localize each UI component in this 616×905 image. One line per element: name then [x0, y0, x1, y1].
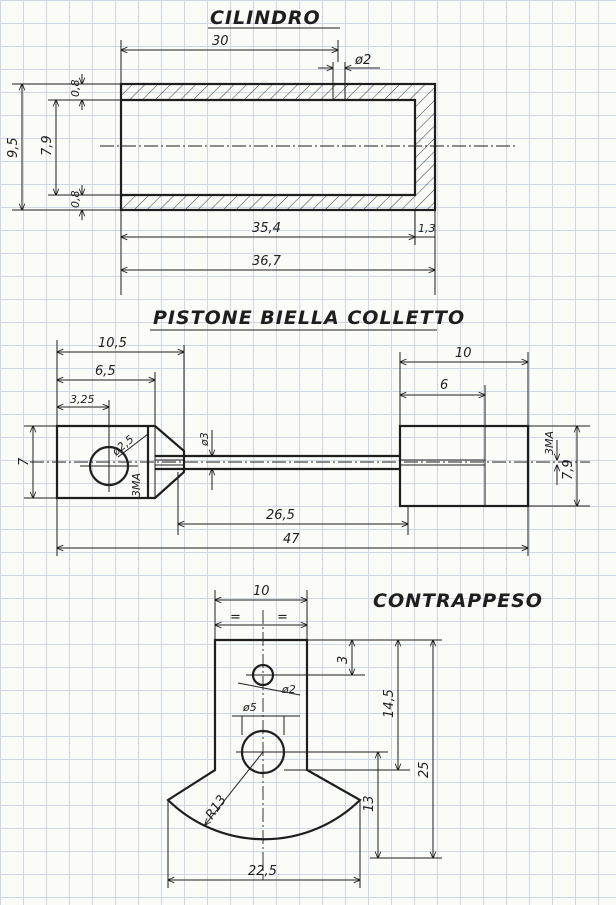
- dim-rod-label: ø3: [198, 432, 211, 447]
- cilindro-body: [100, 62, 515, 212]
- dim-cw-hole-large-label: ø5: [242, 701, 257, 714]
- cilindro-bottom-wall-hatch: [121, 195, 435, 210]
- cilindro-outline: [119, 82, 437, 212]
- dim-cw-13-label: 13: [362, 795, 377, 812]
- dim-eq-left: =: [230, 610, 241, 625]
- counterweight-body: [166, 638, 362, 841]
- dim-6-5-label: 6,5: [95, 364, 116, 379]
- dim-thread-left-label: 3MA: [130, 473, 143, 497]
- dim-3-25-label: 3,25: [70, 393, 95, 406]
- cilindro-bore-outline: [121, 98, 417, 197]
- dim-line-cw-r13: [205, 751, 264, 825]
- dim-cw-hole-small-label: ø2: [281, 683, 296, 696]
- dim-47-label: 47: [283, 532, 300, 547]
- dim-cw-3-label: 3: [336, 656, 351, 664]
- dim-cw-25-label: 25: [417, 761, 432, 778]
- dim-thread-right-label: 3MA: [543, 431, 556, 455]
- pistone-title: PISTONE BIELLA COLLETTO: [153, 307, 465, 329]
- dim-30-label: 30: [212, 34, 229, 49]
- dim-wall-top-label: 0,8: [69, 80, 82, 98]
- collar-block: [398, 424, 530, 508]
- dim-10-5-label: 10,5: [98, 336, 127, 351]
- dim-1-3-label: 1,3: [418, 222, 436, 235]
- dim-cw-22-5-label: 22,5: [248, 864, 277, 879]
- contrappeso-section: CONTRAPPESO 10 = = 3 ø2 ø5 14,5: [166, 584, 543, 888]
- dim-36-7-label: 36,7: [252, 254, 282, 269]
- contrappeso-title: CONTRAPPESO: [373, 590, 543, 612]
- dim-hole-label: ø2: [354, 53, 371, 68]
- dim-7-9-label: 7,9: [40, 135, 55, 156]
- cilindro-section: CILINDRO 30 ø2 9,5 7,9: [6, 7, 515, 295]
- dim-10-label: 10: [455, 346, 472, 361]
- dim-wall-bottom-label: 0,8: [69, 191, 82, 209]
- cilindro-title: CILINDRO: [210, 7, 321, 29]
- dim-pin-hole-label: ø2,5: [109, 433, 137, 459]
- dim-cw-14-5-label: 14,5: [382, 689, 397, 718]
- dim-35-4-label: 35,4: [252, 221, 281, 236]
- dim-9-5-label: 9,5: [6, 137, 21, 158]
- pistone-section: PISTONE BIELLA COLLETTO 10,5 6,5 3,25: [17, 307, 590, 556]
- dim-eq-right: =: [277, 610, 288, 625]
- dim-7-label: 7: [17, 457, 32, 466]
- dim-7-9-right-label: 7,9: [561, 459, 576, 480]
- dim-cw-10-label: 10: [253, 584, 270, 599]
- dim-6-label: 6: [440, 378, 448, 393]
- cilindro-end-wall-hatch: [415, 100, 435, 195]
- cilindro-top-wall-hatch: [121, 84, 435, 100]
- dim-cw-r13-label: R13: [203, 793, 230, 823]
- dim-26-5-label: 26,5: [266, 508, 295, 523]
